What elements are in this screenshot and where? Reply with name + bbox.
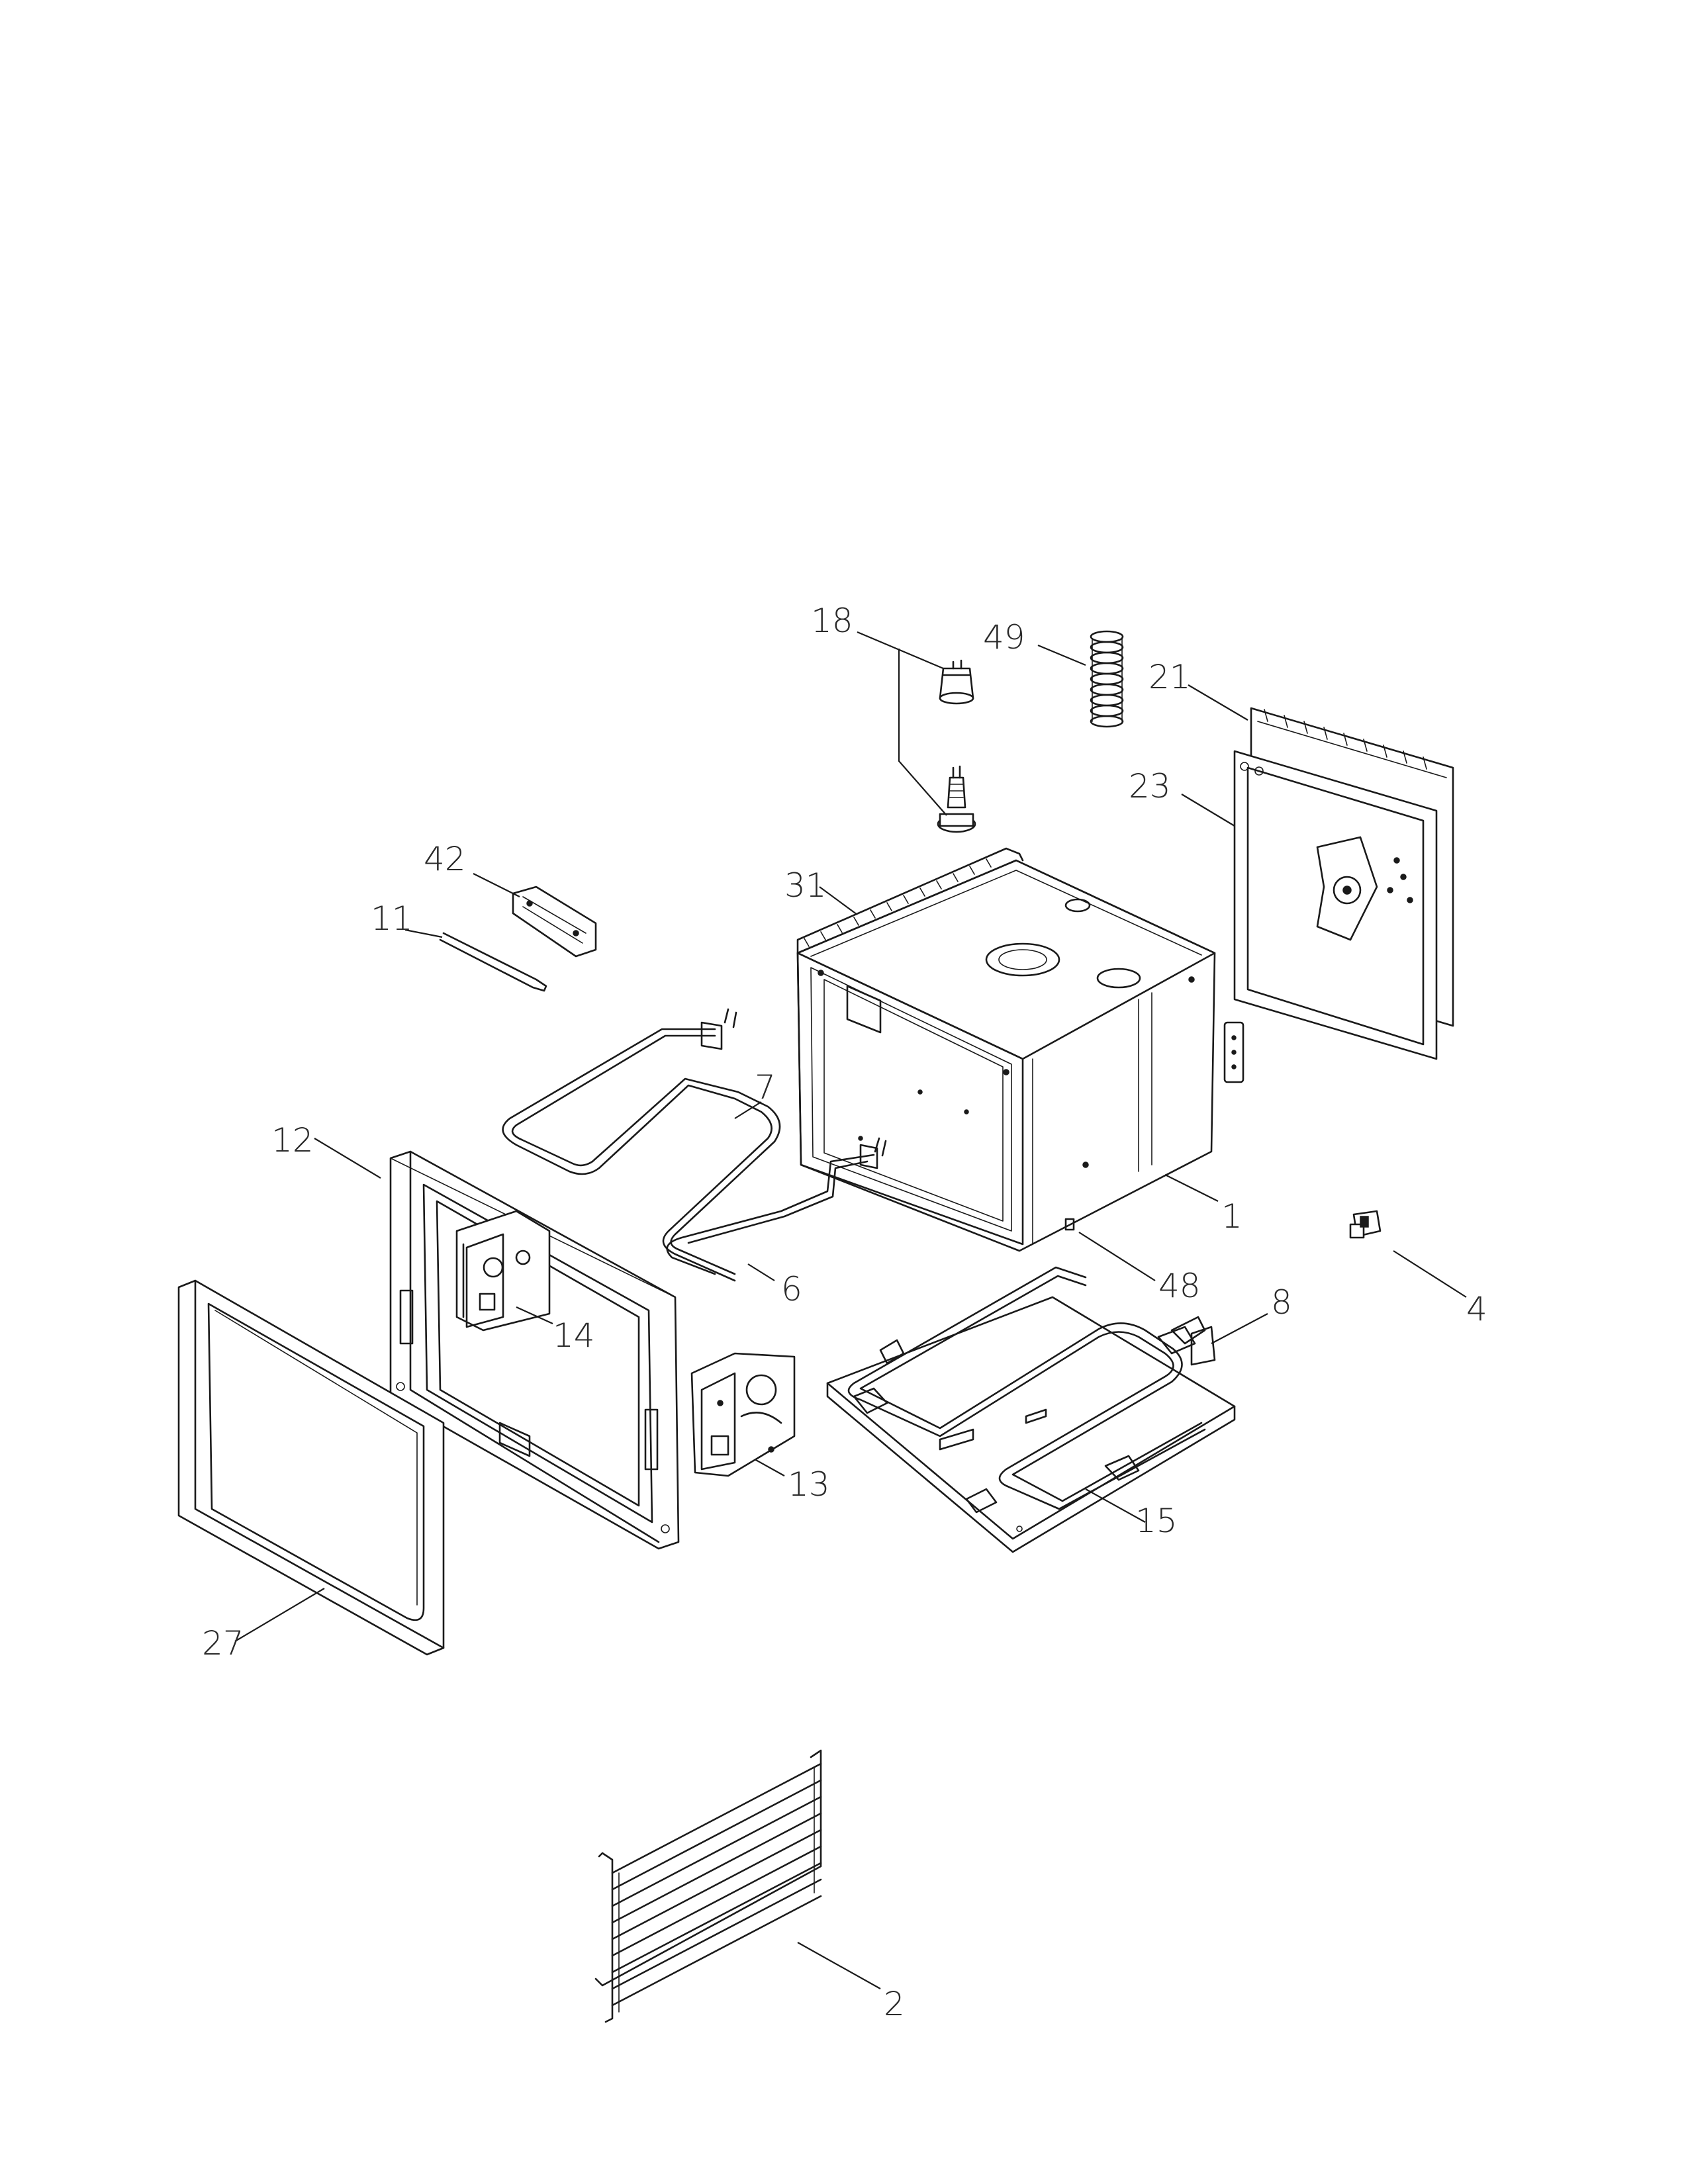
leader-48	[1078, 1232, 1156, 1281]
leader-8	[1211, 1313, 1268, 1344]
leader-49	[1037, 644, 1086, 666]
leader-21	[1188, 684, 1248, 721]
spring-part-49	[1090, 630, 1124, 728]
leader-7	[734, 1101, 762, 1119]
callout-6: 6	[781, 1270, 802, 1308]
callout-1: 1	[1221, 1197, 1243, 1236]
callout-18: 18	[811, 602, 853, 640]
callout-21: 21	[1149, 658, 1191, 696]
rear-liner-part-23	[1233, 750, 1438, 1060]
callout-numbers: 1 2 4 6 7 8 11 12 13 14 15 18 21 23 27 3…	[202, 602, 1487, 2023]
callout-4: 4	[1466, 1290, 1487, 1328]
door-glass-part-27	[177, 1279, 445, 1656]
callout-23: 23	[1129, 767, 1171, 805]
rod-part-11	[439, 932, 547, 992]
hinge-part-14	[455, 1210, 551, 1332]
leader-lines	[234, 631, 1467, 1989]
callout-12: 12	[271, 1121, 314, 1160]
bracket-part-42	[512, 886, 597, 958]
callout-31: 31	[784, 866, 827, 905]
callout-48: 48	[1158, 1267, 1201, 1305]
leader-2	[797, 1942, 881, 1989]
lamp-part-18	[937, 659, 976, 833]
leader-15	[1085, 1488, 1146, 1523]
clip-part-48	[1064, 1218, 1075, 1231]
callout-13: 13	[788, 1465, 830, 1504]
leader-42	[473, 873, 520, 897]
callout-14: 14	[553, 1316, 595, 1355]
leader-1	[1164, 1174, 1219, 1202]
leader-12	[314, 1138, 381, 1179]
leader-31	[819, 886, 858, 915]
leader-6	[747, 1263, 775, 1281]
bottom-panel-part-15	[826, 1296, 1236, 1553]
leader-13	[754, 1459, 785, 1477]
leader-11	[404, 929, 443, 938]
oven-rack-part-2	[594, 1749, 822, 2023]
leader-18	[857, 631, 947, 816]
callout-7: 7	[755, 1068, 776, 1107]
hinge-part-13	[690, 1352, 796, 1477]
leader-4	[1393, 1250, 1467, 1298]
leader-27	[234, 1588, 325, 1642]
bake-element-part-6	[666, 1137, 887, 1275]
oven-cavity-part-1	[796, 847, 1244, 1252]
broil-element-part-7	[502, 1008, 781, 1282]
callout-15: 15	[1135, 1502, 1178, 1540]
leader-23	[1181, 794, 1235, 827]
lower-element-part-8	[847, 1266, 1216, 1510]
callout-49: 49	[983, 618, 1025, 657]
callout-42: 42	[424, 840, 466, 878]
callout-8: 8	[1271, 1283, 1292, 1322]
switch-part-4	[1349, 1210, 1382, 1239]
callout-11: 11	[371, 899, 413, 938]
callout-27: 27	[202, 1624, 244, 1662]
leader-14	[516, 1306, 553, 1325]
callout-2: 2	[884, 1985, 905, 2023]
